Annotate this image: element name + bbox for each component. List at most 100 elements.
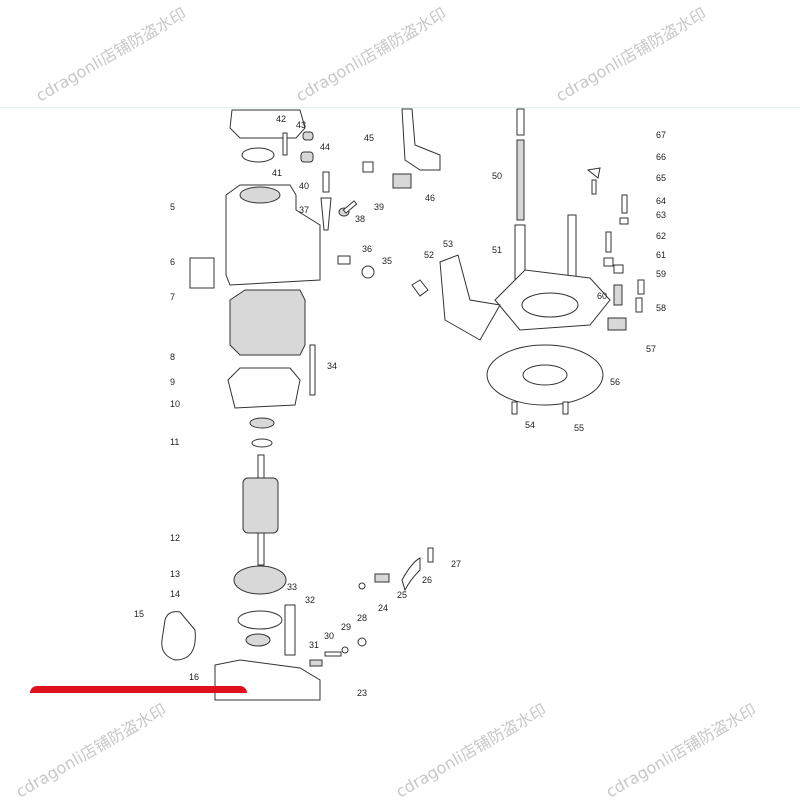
bearing-10	[249, 417, 275, 429]
screw-66	[591, 179, 597, 195]
part-label-66: 66	[656, 152, 666, 162]
brush-36	[337, 255, 351, 265]
watermarks: cdragonli店铺防盗水印 cdragonli店铺防盗水印 cdragonli店…	[13, 4, 760, 800]
watermark-text: cdragonli店铺防盗水印	[393, 700, 550, 800]
part-label-5: 5	[170, 202, 175, 212]
nut-64	[619, 217, 629, 225]
nut-62	[603, 257, 614, 267]
part-label-55: 55	[574, 423, 584, 433]
part-label-8: 8	[170, 352, 175, 362]
wing-67	[586, 167, 601, 179]
part-label-32: 32	[305, 595, 315, 605]
base-plate-hole	[522, 364, 568, 386]
part-label-6: 6	[170, 257, 175, 267]
part-label-36: 36	[362, 244, 372, 254]
part-label-46: 46	[425, 193, 435, 203]
screw-34	[309, 344, 316, 396]
part-label-37: 37	[299, 205, 309, 215]
stator	[229, 289, 306, 356]
screw-39	[342, 200, 358, 214]
part-label-35: 35	[382, 256, 392, 266]
part-label-34: 34	[327, 361, 337, 371]
part-label-23: 23	[357, 688, 367, 698]
part-label-11: 11	[170, 437, 179, 447]
part-label-62: 62	[656, 231, 666, 241]
screw-55	[562, 401, 569, 415]
part-label-40: 40	[299, 181, 309, 191]
threaded-rod-50	[516, 139, 525, 221]
part-label-65: 65	[656, 173, 666, 183]
watermark-text: cdragonli店铺防盗水印	[33, 4, 190, 106]
part-label-56: 56	[610, 377, 620, 387]
bolt-58	[635, 297, 643, 313]
part-label-10: 10	[170, 399, 180, 409]
rod-upper	[516, 108, 525, 136]
part-label-7: 7	[170, 292, 175, 302]
part-label-25: 25	[397, 590, 407, 600]
chip-guard-53	[439, 254, 501, 341]
part-label-39: 39	[374, 202, 384, 212]
cord-guard-37	[320, 197, 332, 231]
part-label-24: 24	[378, 603, 388, 613]
lever-57	[607, 317, 627, 331]
part-label-27: 27	[451, 559, 461, 569]
lever-26	[401, 557, 421, 592]
part-label-60: 60	[597, 291, 607, 301]
part-label-53: 53	[443, 239, 453, 249]
nut-61	[613, 264, 624, 274]
part-label-52: 52	[424, 250, 434, 260]
part-label-38: 38	[355, 214, 365, 224]
part-label-33: 33	[287, 582, 297, 592]
armature-core	[242, 477, 279, 534]
part-label-58: 58	[656, 303, 666, 313]
capacitor-45	[362, 161, 374, 173]
part-label-29: 29	[341, 622, 351, 632]
motor-housing	[225, 184, 321, 286]
screw-63	[605, 231, 612, 253]
part-label-9: 9	[170, 377, 175, 387]
motor-cover	[229, 109, 306, 139]
part-label-16: 16	[189, 672, 199, 682]
watermark-text: cdragonli店铺防盗水印	[553, 4, 710, 106]
part-label-15: 15	[134, 609, 144, 619]
part-label-42: 42	[276, 114, 286, 124]
screw-54	[511, 401, 518, 415]
part-label-50: 50	[492, 171, 502, 181]
part-label-61: 61	[656, 250, 666, 260]
brush-cap-43	[302, 131, 314, 141]
part-label-43: 43	[296, 120, 306, 130]
plate-13	[237, 610, 283, 630]
label-plate-6	[189, 257, 215, 289]
ring-24	[358, 582, 366, 590]
part-label-57: 57	[646, 344, 656, 354]
part-label-59: 59	[656, 269, 666, 279]
part-label-63: 63	[656, 210, 666, 220]
part-labels: 4243444156789101112131415164037383945463…	[134, 114, 666, 698]
sleeve-40	[322, 171, 330, 193]
switch-bracket	[401, 108, 441, 171]
parts-drawing	[161, 108, 645, 701]
spring-60	[613, 284, 623, 306]
part-label-14: 14	[170, 589, 180, 599]
screw-65	[621, 194, 628, 214]
part-label-12: 12	[170, 533, 180, 543]
washer-9	[251, 438, 273, 448]
baffle-ring	[227, 367, 301, 409]
housing-vent	[239, 186, 281, 204]
part-label-13: 13	[170, 569, 180, 579]
part-label-67: 67	[656, 130, 666, 140]
pin-30	[324, 651, 342, 657]
cap-15	[161, 611, 196, 661]
collar-28	[357, 637, 367, 647]
bearing-14	[245, 633, 271, 647]
base-opening	[521, 292, 579, 318]
screw-27	[427, 547, 434, 563]
spring-25	[374, 573, 390, 583]
screw-42	[282, 132, 288, 156]
watermark-text: cdragonli店铺防盗水印	[13, 700, 170, 800]
red-banner	[30, 686, 247, 693]
switch-46	[392, 173, 412, 189]
part-label-54: 54	[525, 420, 535, 430]
watermark-text: cdragonli店铺防盗水印	[603, 700, 760, 800]
